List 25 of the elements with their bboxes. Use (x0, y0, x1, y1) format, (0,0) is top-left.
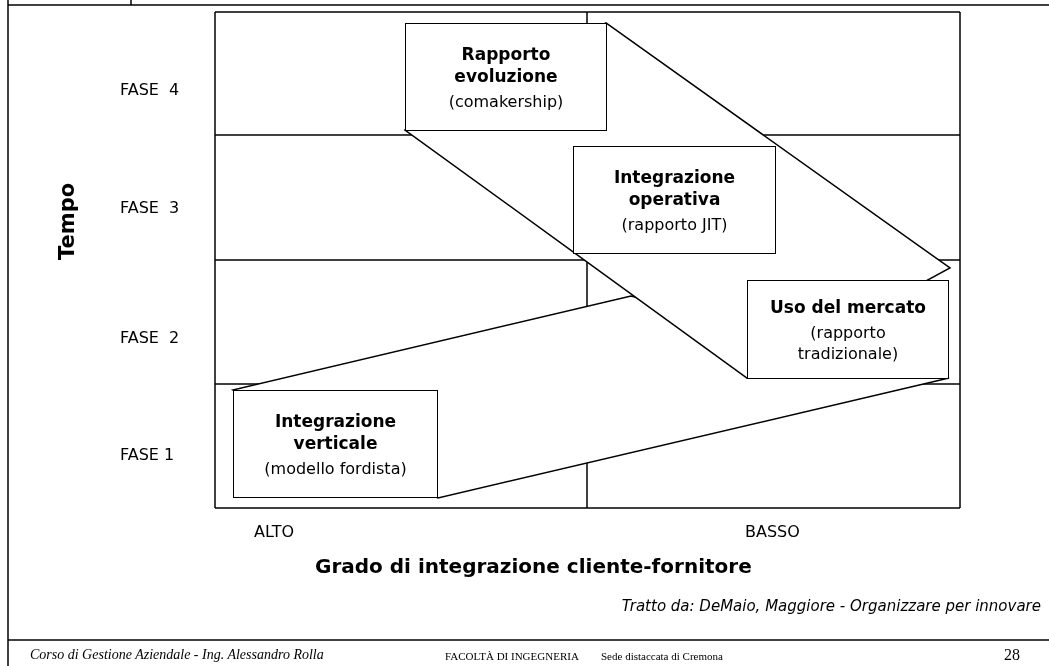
axis-category: ALTO (254, 522, 295, 541)
phase-label: FASE 3 (120, 198, 180, 217)
box-title: Integrazione operativa (612, 165, 737, 210)
phase-box (747, 280, 949, 379)
axis-title: Tempo (55, 182, 79, 260)
source-note: Tratto da: DeMaio, Maggiore - Organizzare per innovare (621, 597, 1041, 615)
phase-box (405, 23, 607, 131)
axis-title: Grado di integrazione cliente-fornitore (315, 554, 752, 578)
footer-faculty: FACOLTÀ DI INGEGNERIA (445, 650, 579, 662)
phase-label: FASE 2 (120, 328, 180, 347)
box-title: Integrazione verticale (273, 409, 398, 454)
footer-site: Sede distaccata di Cremona (601, 650, 723, 662)
box-title: Uso del mercato (770, 295, 926, 318)
phase-label: FASE 1 (120, 445, 175, 464)
box-subtitle: (rapporto tradizionale) (796, 321, 900, 364)
box-subtitle: (modello fordista) (264, 457, 407, 479)
footer-course: Corso di Gestione Aziendale - Ing. Alessandro Rolla (30, 647, 324, 663)
box-subtitle: (rapporto JIT) (621, 213, 728, 235)
box-subtitle: (comakership) (448, 90, 564, 112)
axis-category: BASSO (745, 522, 800, 541)
page-number: 28 (1004, 646, 1020, 664)
box-title: Rapporto evoluzione (453, 42, 559, 87)
phase-label: FASE 4 (120, 80, 180, 99)
phase-box (233, 390, 438, 498)
phase-box (573, 146, 776, 254)
